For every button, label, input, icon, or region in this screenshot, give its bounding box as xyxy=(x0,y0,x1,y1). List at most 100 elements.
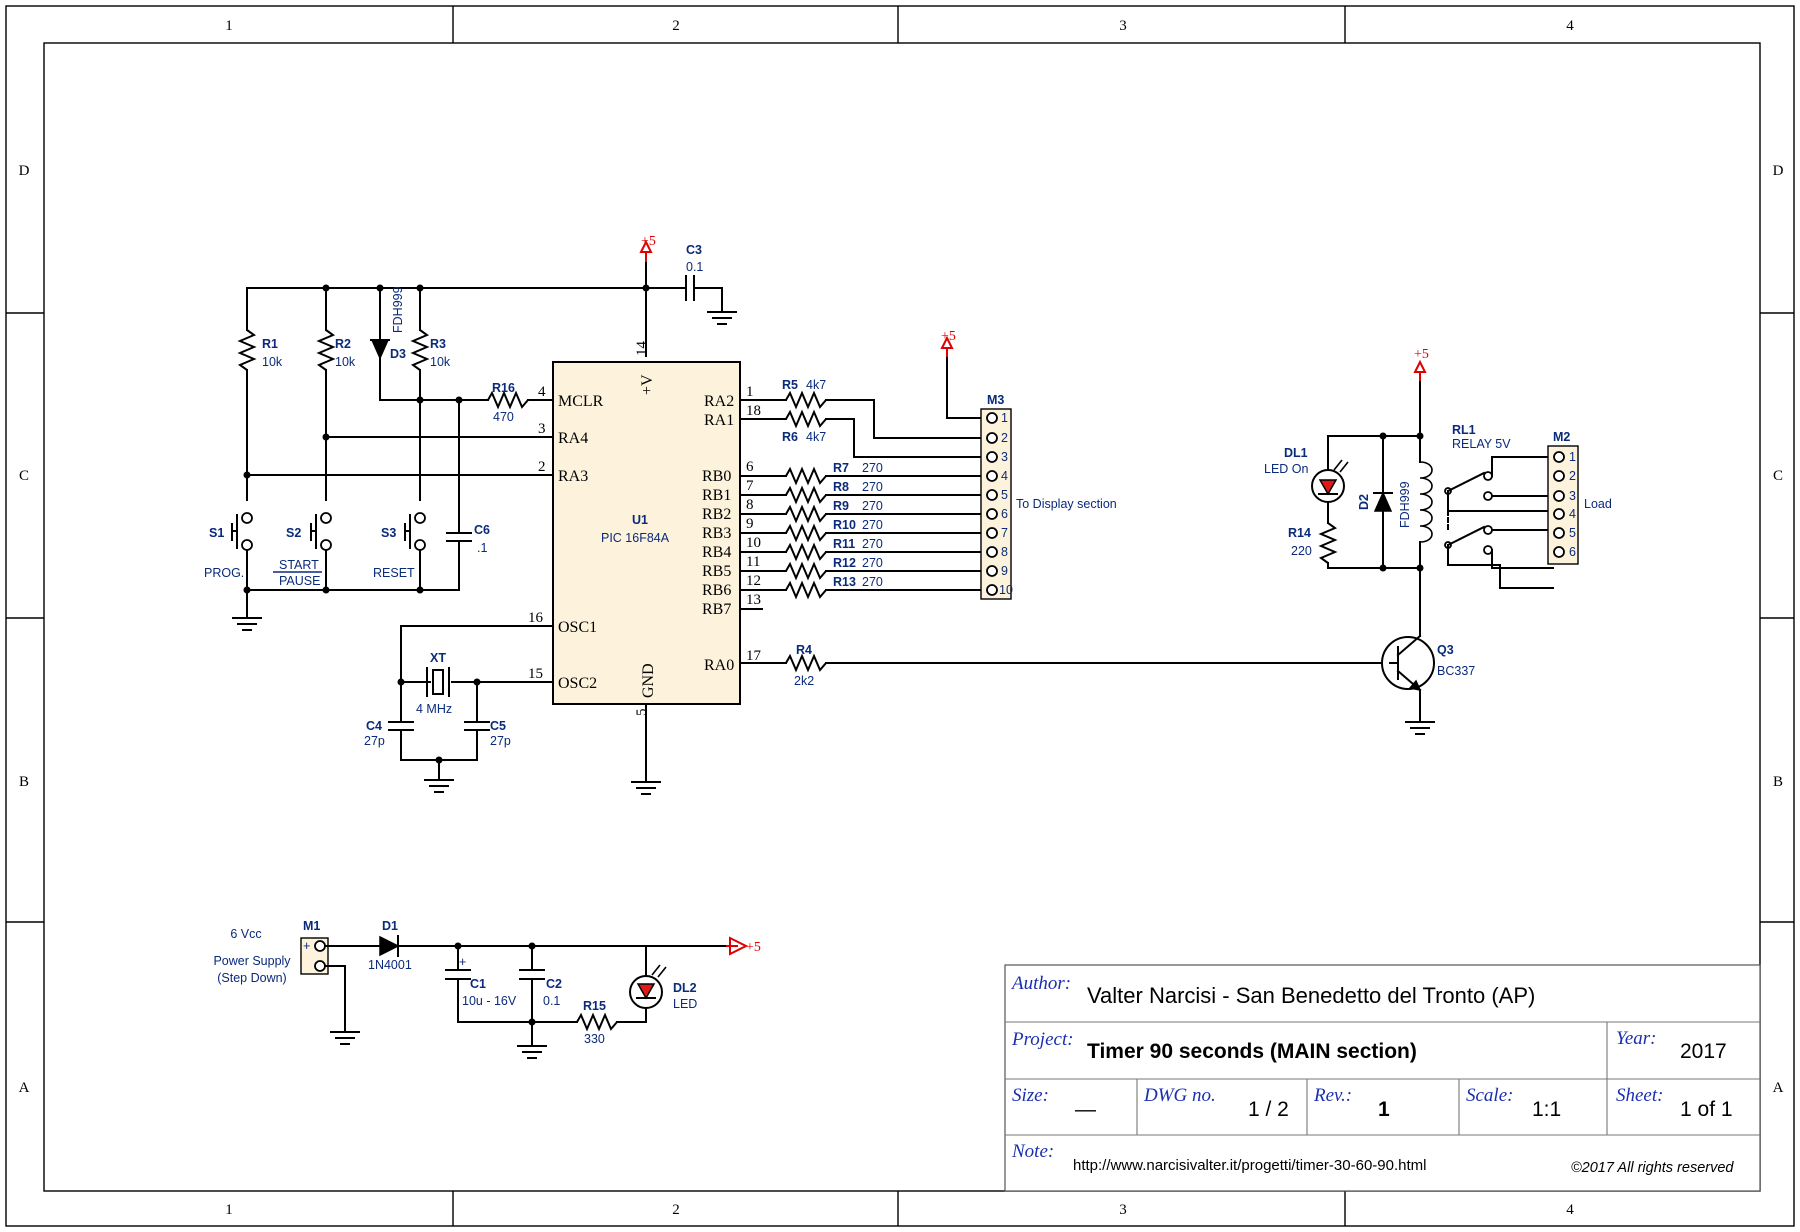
pin-rb3-name: RB3 xyxy=(702,525,731,542)
rev-label: Rev.: xyxy=(1313,1085,1352,1106)
r7-value: 270 xyxy=(862,461,883,475)
pin-ra4-num: 3 xyxy=(538,421,546,437)
c1-ref: C1 xyxy=(470,977,486,991)
size-value: — xyxy=(1075,1098,1096,1121)
mcu-body xyxy=(552,361,741,705)
grid-col-3-top: 3 xyxy=(1119,18,1127,34)
r2-resistor xyxy=(316,329,336,371)
m3-pin-9: 9 xyxy=(1001,564,1008,578)
r2-ref: R2 xyxy=(335,337,351,351)
dl2-ref: DL2 xyxy=(673,981,697,995)
pin-ra3-num: 2 xyxy=(538,459,546,475)
m2-pin-3: 3 xyxy=(1569,489,1576,503)
pin-ra4-name: RA4 xyxy=(558,430,588,447)
r6-ref: R6 xyxy=(782,430,798,444)
r1-ref: R1 xyxy=(262,337,278,351)
c2-ref: C2 xyxy=(546,977,562,991)
pin-ra2-num: 1 xyxy=(746,384,754,400)
r3-value: 10k xyxy=(430,355,451,369)
d2-ref: D2 xyxy=(1357,494,1371,510)
m3-pin-10: 10 xyxy=(999,583,1013,597)
power-label-m3: +5 xyxy=(941,329,956,344)
d1-diode xyxy=(379,935,400,957)
s1-label: PROG. xyxy=(204,566,244,580)
d3-value: FDH999 xyxy=(391,286,405,333)
pin-rb4-num: 10 xyxy=(746,535,761,551)
pin-ra1-num: 18 xyxy=(746,403,761,419)
r9-ref: R9 xyxy=(833,499,849,513)
r15-ref: R15 xyxy=(583,999,606,1013)
pin-rb7-num: 13 xyxy=(746,592,761,608)
s1-switch xyxy=(231,512,262,631)
pin-rb6-num: 12 xyxy=(746,573,761,589)
d1-value: 1N4001 xyxy=(368,958,412,972)
m3-pin-6: 6 xyxy=(1001,507,1008,521)
pin-rb1-num: 7 xyxy=(746,478,754,494)
pin-ra0-num: 17 xyxy=(746,648,762,664)
m2-pin-2: 2 xyxy=(1569,469,1576,483)
ground-c3 xyxy=(707,301,737,325)
sheet-value: 1 of 1 xyxy=(1680,1098,1733,1121)
m2-pin-1: 1 xyxy=(1569,450,1576,464)
pin-rb3-num: 9 xyxy=(746,516,754,532)
ground-supply-input xyxy=(330,1021,360,1045)
ground-mcu xyxy=(631,771,661,795)
size-label: Size: xyxy=(1012,1085,1049,1106)
r6-resistor xyxy=(785,409,827,429)
pin-rb0-num: 6 xyxy=(746,459,754,475)
r15-value: 330 xyxy=(584,1032,605,1046)
pin-osc2-name: OSC2 xyxy=(558,675,597,692)
grid-col-3-bottom: 3 xyxy=(1119,1202,1127,1218)
dwg-label: DWG no. xyxy=(1143,1085,1216,1106)
pin-rb6-name: RB6 xyxy=(702,582,731,599)
grid-col-1-top: 1 xyxy=(225,18,233,34)
r11-value: 270 xyxy=(862,537,883,551)
d1-ref: D1 xyxy=(382,919,398,933)
dwg-value: 1 / 2 xyxy=(1248,1098,1289,1121)
s2-ref: S2 xyxy=(286,526,301,540)
r16-value: 470 xyxy=(493,410,514,424)
mcu-u1: +V GND 14 5 U1 PIC 16F84A MCLR 4 RA4 3 R… xyxy=(528,341,762,795)
input-network: R1 10k R2 10k FDH999 D3 R3 10k R16 470 xyxy=(204,286,554,631)
rl1-contacts xyxy=(1444,456,1554,589)
grid-row-d-right: D xyxy=(1773,163,1784,179)
pin-mclr-name: MCLR xyxy=(558,393,604,410)
pin-ra3-name: RA3 xyxy=(558,468,588,485)
rb-lines: R7 270 R8 270 R9 270 R10 270 R11 270 R12… xyxy=(739,461,987,610)
c6-ref: C6 xyxy=(474,523,490,537)
note-label: Note: xyxy=(1011,1141,1054,1162)
c4-ref: C4 xyxy=(366,719,382,733)
pin-rb5-name: RB5 xyxy=(702,563,731,580)
m2-pin-4: 4 xyxy=(1569,507,1576,521)
d3-ref: D3 xyxy=(390,347,406,361)
power-label-supply: +5 xyxy=(746,940,761,955)
pin-osc1-num: 16 xyxy=(528,610,544,626)
m1-label-1: 6 Vcc xyxy=(230,927,261,941)
grid-row-d-left: D xyxy=(19,163,30,179)
s2-label-start: START xyxy=(279,558,319,572)
grid-col-2-top: 2 xyxy=(672,18,680,34)
r16-resistor xyxy=(487,390,529,410)
s3-label: RESET xyxy=(373,566,415,580)
s3-switch xyxy=(404,512,426,591)
s2-label-pause: PAUSE xyxy=(279,574,320,588)
xt-value: 4 MHz xyxy=(416,702,452,716)
r1-value: 10k xyxy=(262,355,283,369)
m1-label-3: (Step Down) xyxy=(217,971,286,985)
rev-value: 1 xyxy=(1378,1098,1390,1121)
grid-col-4-bottom: 4 xyxy=(1566,1202,1574,1218)
grid-row-c-right: C xyxy=(1773,468,1783,484)
rl1-coil xyxy=(1419,461,1433,543)
pin-ra1-name: RA1 xyxy=(704,412,734,429)
r5-resistor xyxy=(785,390,827,410)
r10-value: 270 xyxy=(862,518,883,532)
grid-row-a-left: A xyxy=(19,1080,30,1096)
sheet-label: Sheet: xyxy=(1616,1085,1663,1106)
project-label: Project: xyxy=(1011,1029,1074,1050)
mcu-value: PIC 16F84A xyxy=(601,531,670,545)
dl1-ref: DL1 xyxy=(1284,446,1308,460)
r5-value: 4k7 xyxy=(806,378,826,392)
pin-osc1-name: OSC1 xyxy=(558,619,597,636)
q3-ref: Q3 xyxy=(1437,643,1454,657)
